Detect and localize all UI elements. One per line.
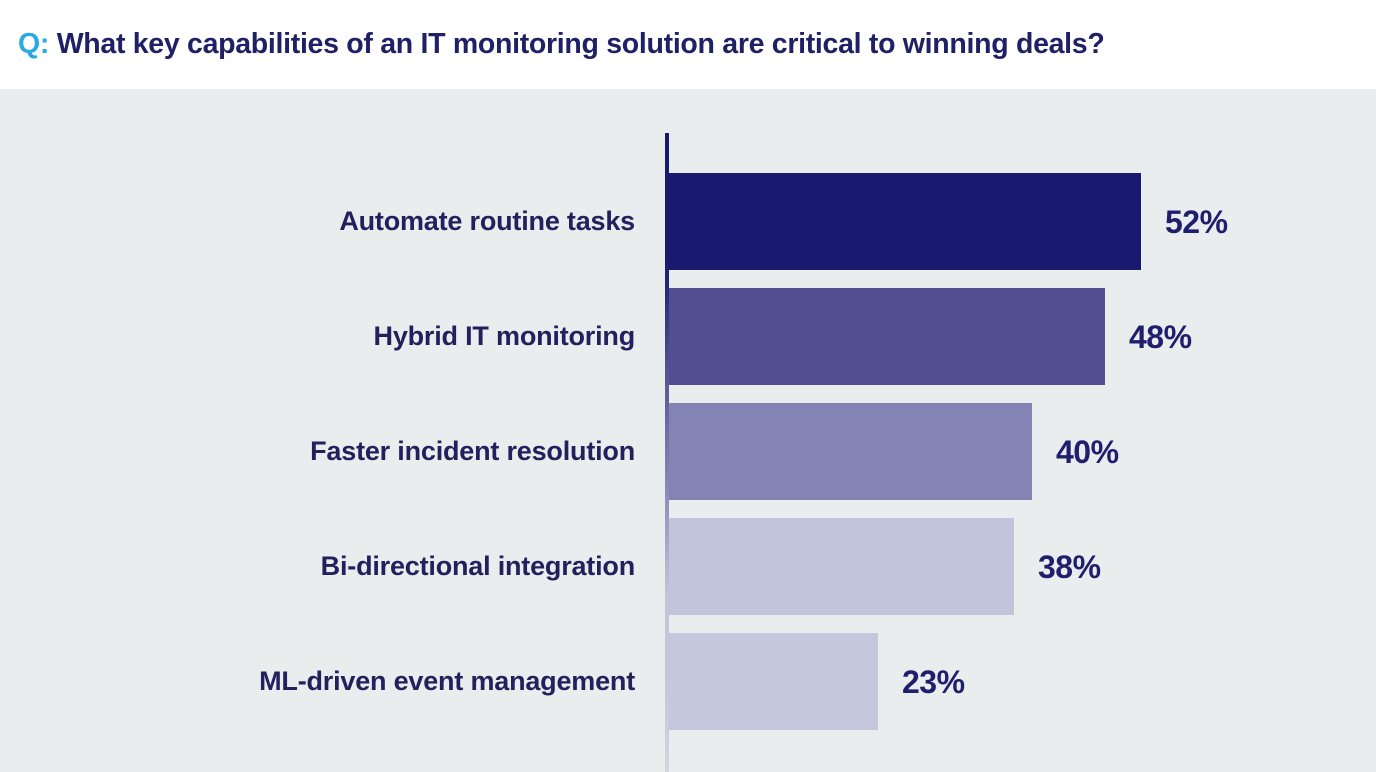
bar-value-label: 23% <box>902 663 965 700</box>
bar-rect <box>669 173 1141 270</box>
title-bar: Q: What key capabilities of an IT monito… <box>0 0 1376 89</box>
bar-rect <box>669 633 878 730</box>
bar-category-label: Faster incident resolution <box>310 436 635 466</box>
bar-rect <box>669 403 1032 500</box>
bar-category-label: ML-driven event management <box>259 666 635 696</box>
bar-category-label: Bi-directional integration <box>320 551 636 581</box>
bar-chart: Automate routine tasks 52% Hybrid IT monit… <box>0 89 1376 772</box>
chart-row: ML-driven event management 23% <box>0 633 1376 730</box>
bar-value-label: 40% <box>1056 433 1119 470</box>
bar-rect <box>669 518 1014 615</box>
chart-row: Hybrid IT monitoring 48% <box>0 288 1376 385</box>
page-title: Q: What key capabilities of an IT monito… <box>0 28 1105 61</box>
chart-axis-line <box>665 133 669 772</box>
bar-value-label: 52% <box>1165 203 1228 240</box>
chart-row: Faster incident resolution 40% <box>0 403 1376 500</box>
bar-category-label: Automate routine tasks <box>339 206 635 236</box>
chart-row: Bi-directional integration 38% <box>0 518 1376 615</box>
bar-value-label: 38% <box>1038 548 1101 585</box>
bar-value-label: 48% <box>1129 318 1192 355</box>
title-question-text: What key capabilities of an IT monitorin… <box>56 28 1105 61</box>
chart-row: Automate routine tasks 52% <box>0 173 1376 270</box>
bar-category-label: Hybrid IT monitoring <box>373 321 636 351</box>
bar-rect <box>669 288 1105 385</box>
chart-rows: Automate routine tasks 52% Hybrid IT monit… <box>0 89 1376 772</box>
title-question-prefix: Q: <box>18 28 50 61</box>
